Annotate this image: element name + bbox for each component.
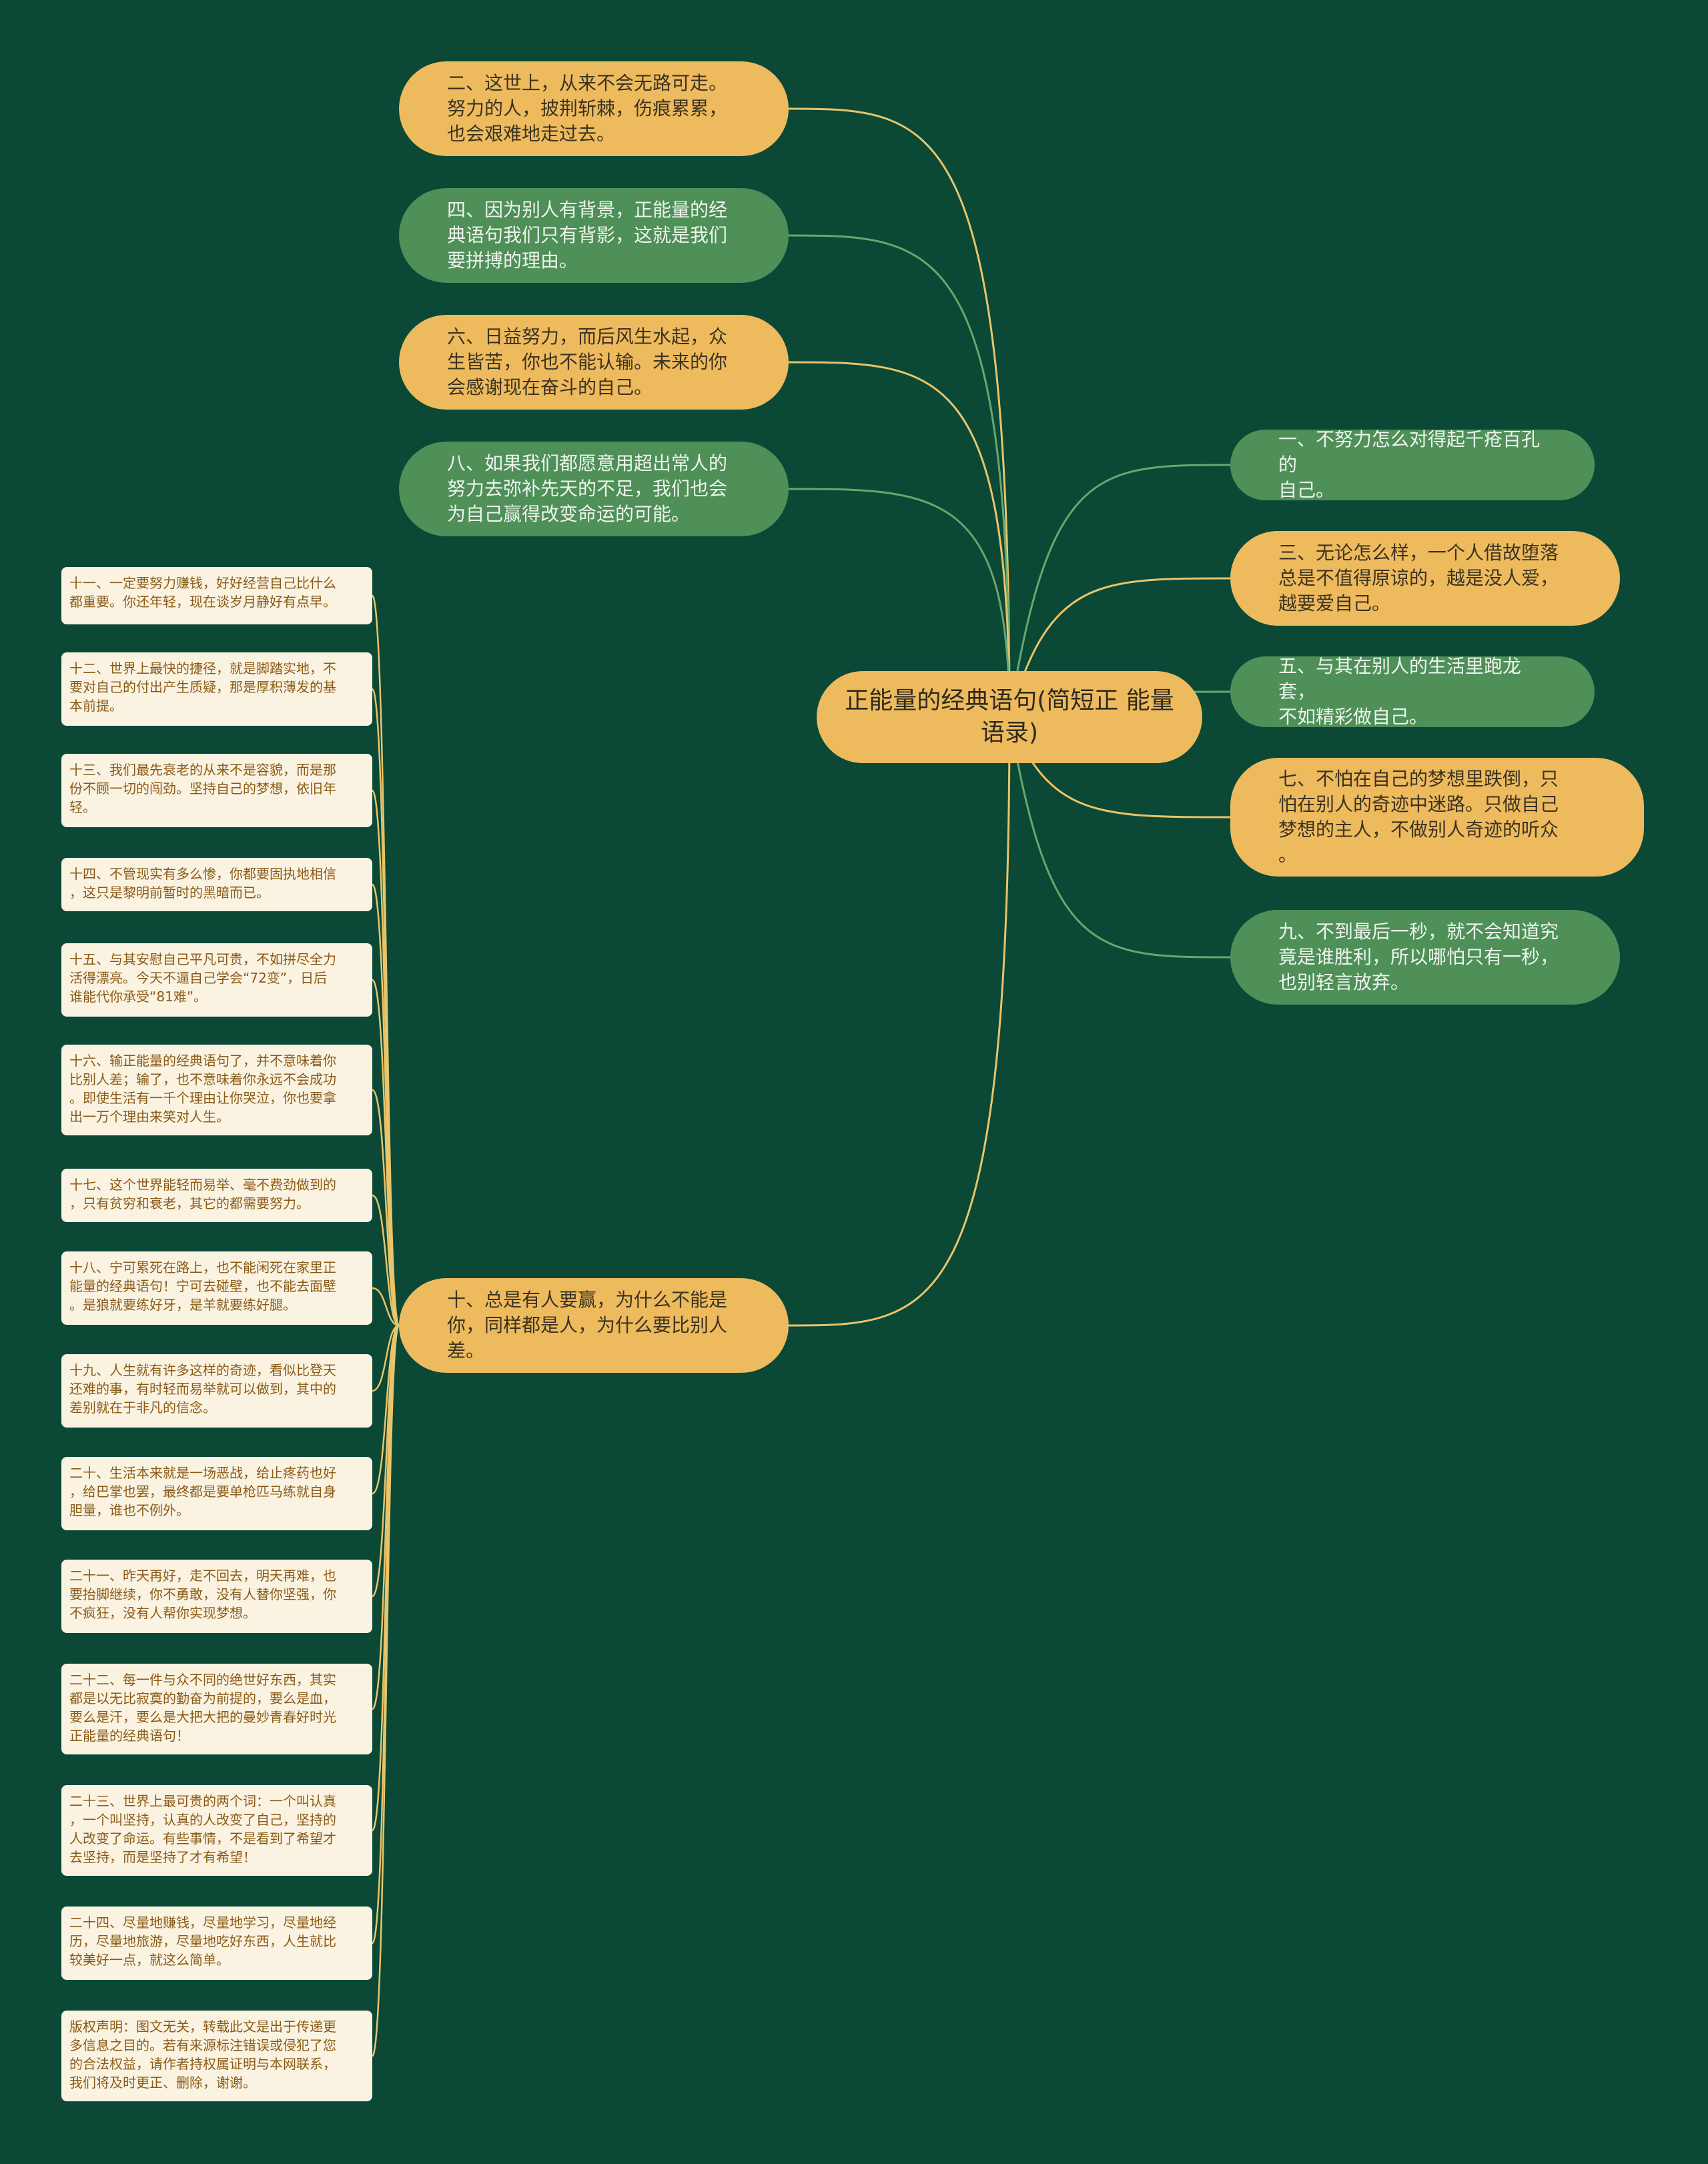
sub-card-11[interactable]: 十一、一定要努力赚钱，好好经营自己比什么 都重要。你还年轻，现在谈岁月静好有点早… xyxy=(61,567,372,624)
edge-left xyxy=(788,107,1011,718)
branch-node-4[interactable]: 四、因为别人有背景，正能量的经 典语句我们只有背影，这就是我们 要拼搏的理由。 xyxy=(399,188,789,283)
edge-right xyxy=(1008,577,1231,718)
sub-card-22[interactable]: 二十二、每一件与众不同的绝世好东西，其实 都是以无比寂寞的勤奋为前提的，要么是血… xyxy=(61,1664,372,1754)
edge-left xyxy=(788,716,1011,1327)
branch-node-label: 六、日益努力，而后风生水起，众 生皆苦，你也不能认输。未来的你 会感谢现在奋斗的… xyxy=(447,326,728,398)
branch-node-label: 三、无论怎么样，一个人借故堕落 总是不值得原谅的，越是没人爱， 越要爱自己。 xyxy=(1278,542,1559,614)
edge-sub-card xyxy=(372,1287,400,1327)
copyright-card[interactable]: 版权声明：图文无关，转载此文是出于传递更 多信息之目的。若有来源标注错误或侵犯了… xyxy=(61,2011,372,2101)
branch-node-5[interactable]: 五、与其在别人的生活里跑龙套， 不如精彩做自己。 xyxy=(1230,655,1595,728)
edge-sub-card xyxy=(371,1324,400,2057)
branch-node-10[interactable]: 十、总是有人要赢，为什么不能是 你，同样都是人，为什么要比别人 差。 xyxy=(399,1278,789,1373)
edge-left xyxy=(788,361,1011,718)
branch-node-label: 九、不到最后一秒，就不会知道究 竟是谁胜利，所以哪怕只有一秒， 也别轻言放弃。 xyxy=(1278,921,1559,993)
sub-card-23[interactable]: 二十三、世界上最可贵的两个词：一个叫认真 ，一个叫坚持，认真的人改变了自己，坚持… xyxy=(61,1785,372,1876)
sub-card-19[interactable]: 十九、人生就有许多这样的奇迹，看似比登天 还难的事，有时轻而易举就可以做到，其中… xyxy=(61,1354,372,1428)
branch-node-label: 十、总是有人要赢，为什么不能是 你，同样都是人，为什么要比别人 差。 xyxy=(447,1289,728,1362)
edge-sub-card xyxy=(372,1324,400,1392)
branch-node-9[interactable]: 九、不到最后一秒，就不会知道究 竟是谁胜利，所以哪怕只有一秒， 也别轻言放弃。 xyxy=(1230,910,1620,1005)
edge-left xyxy=(788,234,1011,718)
edge-right xyxy=(1008,716,1231,959)
sub-card-13[interactable]: 十三、我们最先衰老的从来不是容貌，而是那 份不顾一切的闯劲。坚持自己的梦想，依旧… xyxy=(61,754,372,827)
sub-card-21[interactable]: 二十一、昨天再好，走不回去，明天再难，也 要抬脚继续，你不勇敢，没有人替你坚强，… xyxy=(61,1560,372,1633)
branch-node-label: 四、因为别人有背景，正能量的经 典语句我们只有背影，这就是我们 要拼搏的理由。 xyxy=(447,199,728,272)
branch-node-label: 八、如果我们都愿意用超出常人的 努力去弥补先天的不足，我们也会 为自己赢得改变命… xyxy=(447,452,728,525)
sub-card-16[interactable]: 十六、输正能量的经典语句了，并不意味着你 比别人差；输了，也不意味着你永远不会成… xyxy=(61,1045,372,1135)
sub-card-12[interactable]: 十二、世界上最快的捷径，就是脚踏实地，不 要对自己的付出产生质疑，那是厚积薄发的… xyxy=(61,652,372,726)
sub-card-15[interactable]: 十五、与其安慰自己平凡可贵，不如拼尽全力 活得漂亮。今天不逼自己学会“72变”，… xyxy=(61,943,372,1017)
branch-node-2[interactable]: 二、这世上，从来不会无路可走。 努力的人，披荆斩棘，伤痕累累， 也会艰难地走过去… xyxy=(399,61,789,156)
edge-sub-card xyxy=(372,1194,400,1327)
sub-card-20[interactable]: 二十、生活本来就是一场恶战，给止疼药也好 ，给巴掌也罢，最终都是要单枪匹马练就自… xyxy=(61,1457,372,1530)
branch-node-label: 一、不努力怎么对得起千疮百孔的 自己。 xyxy=(1278,428,1541,501)
branch-node-6[interactable]: 六、日益努力，而后风生水起，众 生皆苦，你也不能认输。未来的你 会感谢现在奋斗的… xyxy=(399,315,789,410)
sub-card-18[interactable]: 十八、宁可累死在路上，也不能闲死在家里正 能量的经典语句！宁可去碰壁，也不能去面… xyxy=(61,1251,372,1325)
sub-card-24[interactable]: 二十四、尽量地赚钱，尽量地学习，尽量地经 历，尽量地旅游，尽量地吃好东西，人生就… xyxy=(61,1907,372,1980)
branch-node-1[interactable]: 一、不努力怎么对得起千疮百孔的 自己。 xyxy=(1230,428,1595,501)
sub-card-17[interactable]: 十七、这个世界能轻而易举、毫不费劲做到的 ，只有贫穷和衰老，其它的都需要努力。 xyxy=(61,1169,372,1222)
branch-node-3[interactable]: 三、无论怎么样，一个人借故堕落 总是不值得原谅的，越是没人爱， 越要爱自己。 xyxy=(1230,531,1620,626)
branch-node-label: 五、与其在别人的生活里跑龙套， 不如精彩做自己。 xyxy=(1278,655,1522,728)
branch-node-8[interactable]: 八、如果我们都愿意用超出常人的 努力去弥补先天的不足，我们也会 为自己赢得改变命… xyxy=(399,442,789,536)
edge-left xyxy=(788,488,1011,718)
edge-sub-card xyxy=(372,1324,400,1495)
sub-card-14[interactable]: 十四、不管现实有多么惨，你都要固执地相信 ，这只是黎明前暂时的黑暗而已。 xyxy=(61,858,372,911)
branch-node-7[interactable]: 七、不怕在自己的梦想里跌倒，只 怕在别人的奇迹中迷路。只做自己 梦想的主人，不做… xyxy=(1230,758,1644,877)
edge-sub-card xyxy=(371,1089,400,1327)
branch-node-label: 二、这世上，从来不会无路可走。 努力的人，披荆斩棘，伤痕累累， 也会艰难地走过去… xyxy=(447,72,728,145)
branch-node-label: 七、不怕在自己的梦想里跌倒，只 怕在别人的奇迹中迷路。只做自己 梦想的主人，不做… xyxy=(1278,768,1559,866)
edge-sub-card xyxy=(371,789,400,1327)
edge-right xyxy=(1008,464,1231,718)
root-topic-label: 正能量的经典语句(简短正 能量语录) xyxy=(845,687,1174,746)
root-topic[interactable]: 正能量的经典语句(简短正 能量语录) xyxy=(817,671,1202,763)
edge-sub-card xyxy=(371,979,400,1327)
